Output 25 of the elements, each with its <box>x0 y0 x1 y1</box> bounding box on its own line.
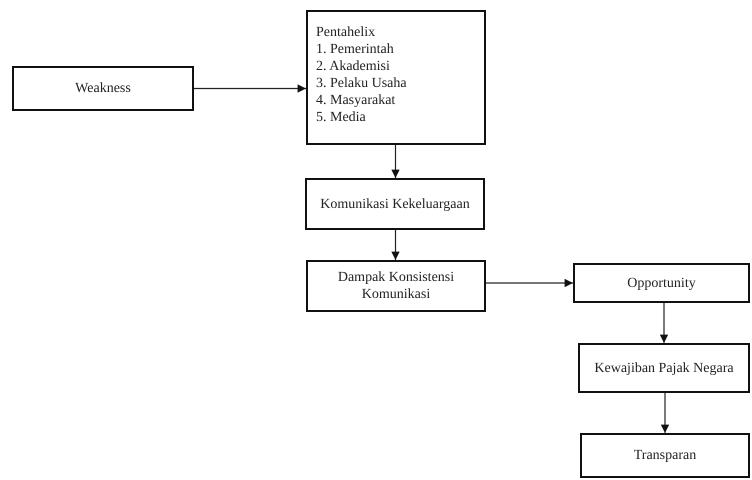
arrow <box>486 278 573 288</box>
arrow <box>391 230 400 260</box>
arrow <box>391 145 400 178</box>
list-item: 3. Pelaku Usaha <box>316 75 407 92</box>
box-heading: Pentahelix <box>316 24 376 41</box>
box-label: Dampak Konsistensi Komunikasi <box>336 269 456 303</box>
list-item: 2. Akademisi <box>316 58 390 75</box>
box-label: Weakness <box>75 80 131 97</box>
box-label: Kewajiban Pajak Negara <box>594 360 734 376</box>
process-box <box>573 263 750 303</box>
arrow <box>660 393 670 433</box>
process-box <box>306 10 486 145</box>
list-item: 1. Pemerintah <box>316 41 394 58</box>
process-box <box>578 343 750 393</box>
process-box <box>306 260 486 312</box>
arrow <box>660 303 668 343</box>
list-item: 4. Masyarakat <box>316 92 396 109</box>
box-label: Transparan <box>634 447 696 464</box>
list-item: 5. Media <box>316 109 366 126</box>
process-box <box>580 433 750 478</box>
box-label: Opportunity <box>627 274 696 292</box>
box-label: Komunikasi Kekeluargaan <box>320 196 470 212</box>
process-box <box>305 178 485 230</box>
process-box <box>12 66 194 111</box>
arrow <box>194 84 306 93</box>
